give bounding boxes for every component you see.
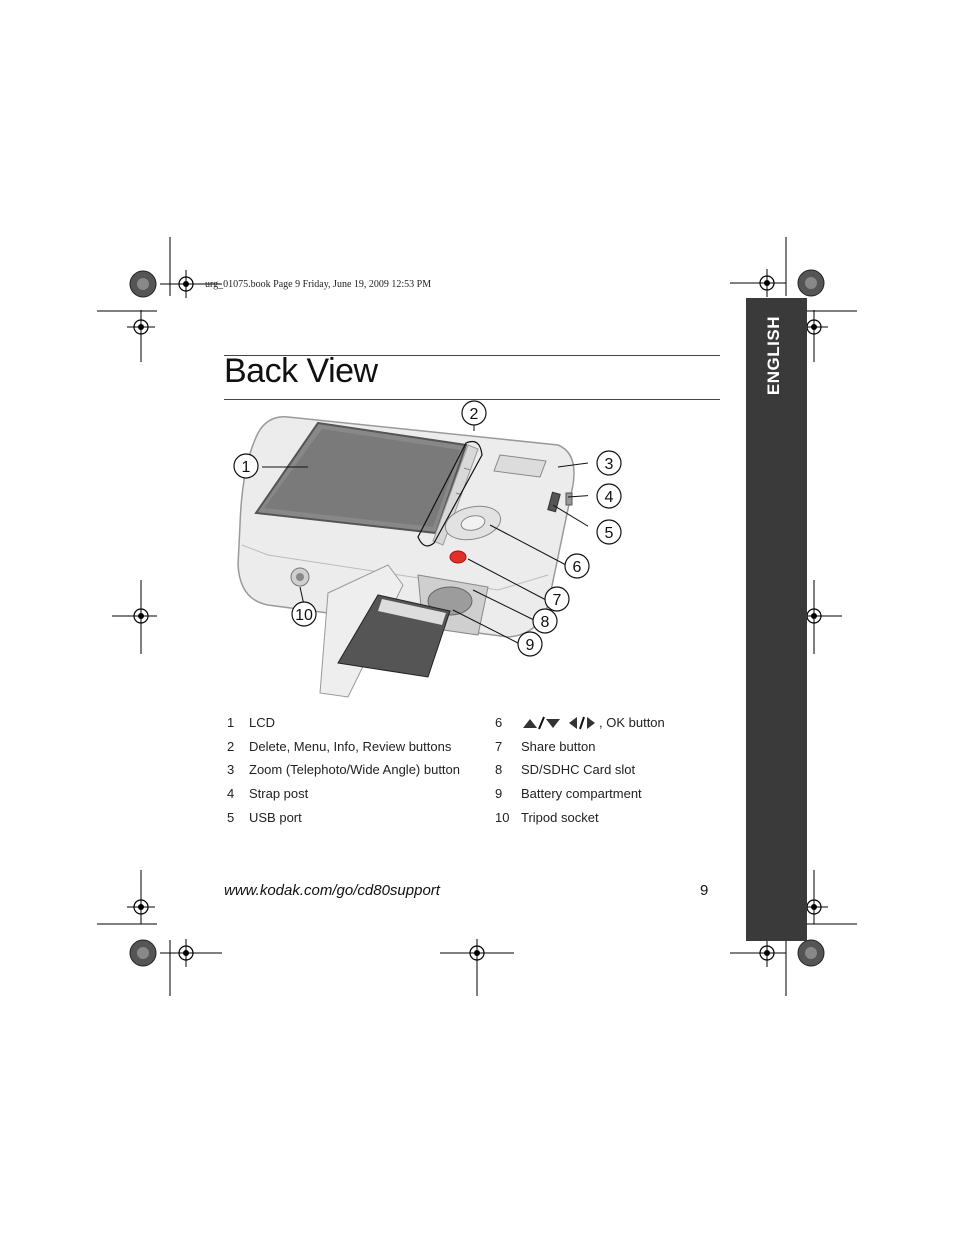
side-buttons [432, 444, 479, 546]
callout-9: 9 [526, 637, 535, 654]
ok-button-label: , OK button [599, 715, 665, 730]
camera-back-illustration [237, 416, 588, 698]
support-link[interactable]: www.kodak.com/go/cd80support [224, 882, 440, 899]
up-down-arrow-icon [523, 716, 560, 730]
usb-port [547, 491, 561, 513]
share-button [449, 550, 467, 564]
left-right-arrow-icon [569, 716, 595, 730]
callout-7: 7 [553, 592, 562, 609]
callout-4: 4 [605, 489, 614, 506]
callout-6: 6 [573, 559, 582, 576]
book-header-note: urg_01075.book Page 9 Friday, June 19, 2… [205, 279, 432, 290]
legend-right: 6 , OK button 7 Share button 8 SD/SDHC C… [495, 715, 665, 825]
language-sidebar: ENGLISH [746, 298, 807, 941]
strap-post [565, 492, 573, 506]
zoom-button [493, 454, 547, 478]
callout-5: 5 [605, 525, 614, 542]
callout-8: 8 [541, 614, 550, 631]
callout-10: 10 [295, 607, 313, 624]
callout-2: 2 [470, 406, 479, 423]
title-top-rule [224, 355, 720, 356]
page-title: Back View [224, 352, 378, 390]
legend-left: 1 LCD 2 Delete, Menu, Info, Review butto… [227, 715, 461, 825]
page-number: 9 [700, 882, 709, 899]
callout-1: 1 [242, 459, 251, 476]
callout-3: 3 [605, 456, 614, 473]
title-bottom-rule [224, 399, 720, 400]
